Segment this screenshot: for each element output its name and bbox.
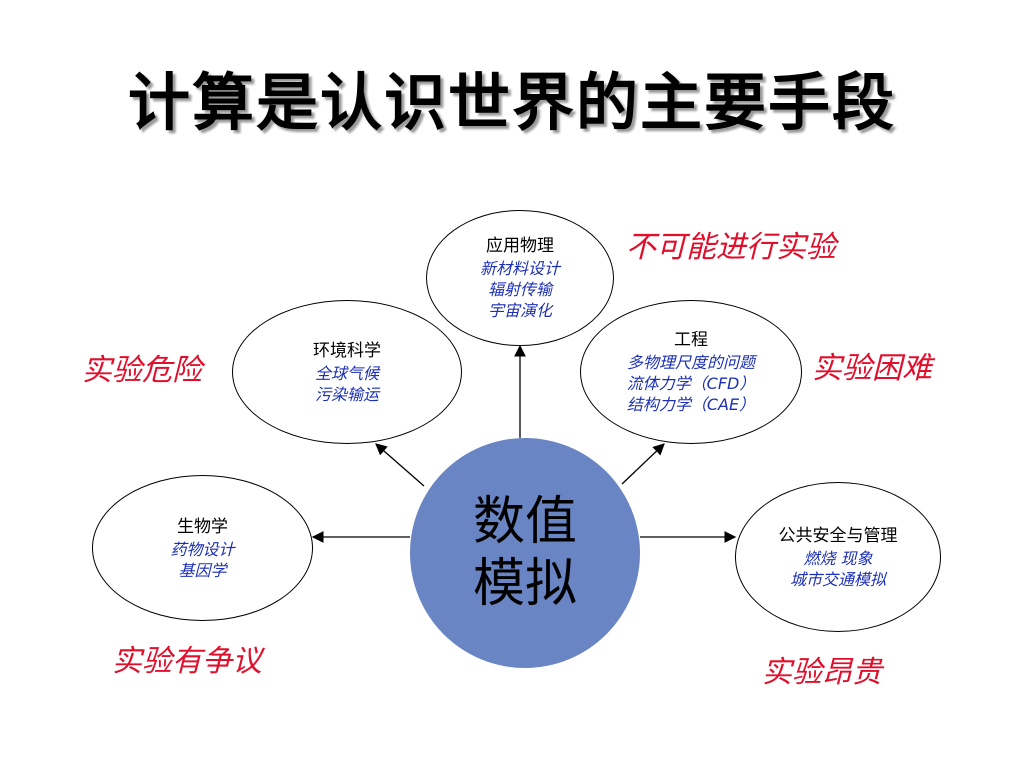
node-item: 药物设计 xyxy=(170,539,235,559)
node-item: 燃烧 现象 xyxy=(803,548,873,568)
reason-dangerous: 实验危险 xyxy=(82,353,202,388)
node-item: 城市交通模拟 xyxy=(789,569,886,589)
node-heading: 生物学 xyxy=(177,516,228,537)
node-heading: 环境科学 xyxy=(313,340,381,361)
node-item: 宇宙演化 xyxy=(487,301,552,320)
reason-expensive: 实验昂贵 xyxy=(762,655,882,690)
node-environment: 环境科学 全球气候 污染输运 xyxy=(232,300,462,444)
node-item: 辐射传输 xyxy=(487,280,552,299)
node-heading: 公共安全与管理 xyxy=(778,525,898,546)
node-biology: 生物学 药物设计 基因学 xyxy=(92,475,313,621)
node-item: 结构力学（CAE） xyxy=(626,395,756,414)
arrow-to-engineering xyxy=(621,443,665,485)
node-heading: 工程 xyxy=(674,330,708,350)
node-item: 全球气候 xyxy=(314,363,379,383)
reason-difficult: 实验困难 xyxy=(812,351,932,386)
reason-controversial: 实验有争议 xyxy=(112,644,262,679)
center-label-line2: 模拟 xyxy=(472,554,577,614)
node-item: 基因学 xyxy=(178,560,227,580)
node-applied-physics: 应用物理 新材料设计 辐射传输 宇宙演化 xyxy=(426,210,614,346)
center-numerical-simulation: 数值 模拟 xyxy=(410,438,640,668)
node-item: 污染输运 xyxy=(314,384,379,404)
node-item: 流体力学（CFD） xyxy=(626,374,756,393)
node-engineering: 工程 多物理尺度的问题 流体力学（CFD） 结构力学（CAE） xyxy=(580,300,802,444)
node-heading: 应用物理 xyxy=(486,236,554,256)
center-label-line1: 数值 xyxy=(472,492,577,552)
node-item: 新材料设计 xyxy=(479,259,560,278)
page-title: 计算是认识世界的主要手段 xyxy=(127,66,896,139)
node-public-safety: 公共安全与管理 燃烧 现象 城市交通模拟 xyxy=(735,482,941,632)
arrow-to-environment xyxy=(375,443,425,487)
reason-impossible: 不可能进行实验 xyxy=(626,230,836,265)
node-item: 多物理尺度的问题 xyxy=(626,353,755,372)
